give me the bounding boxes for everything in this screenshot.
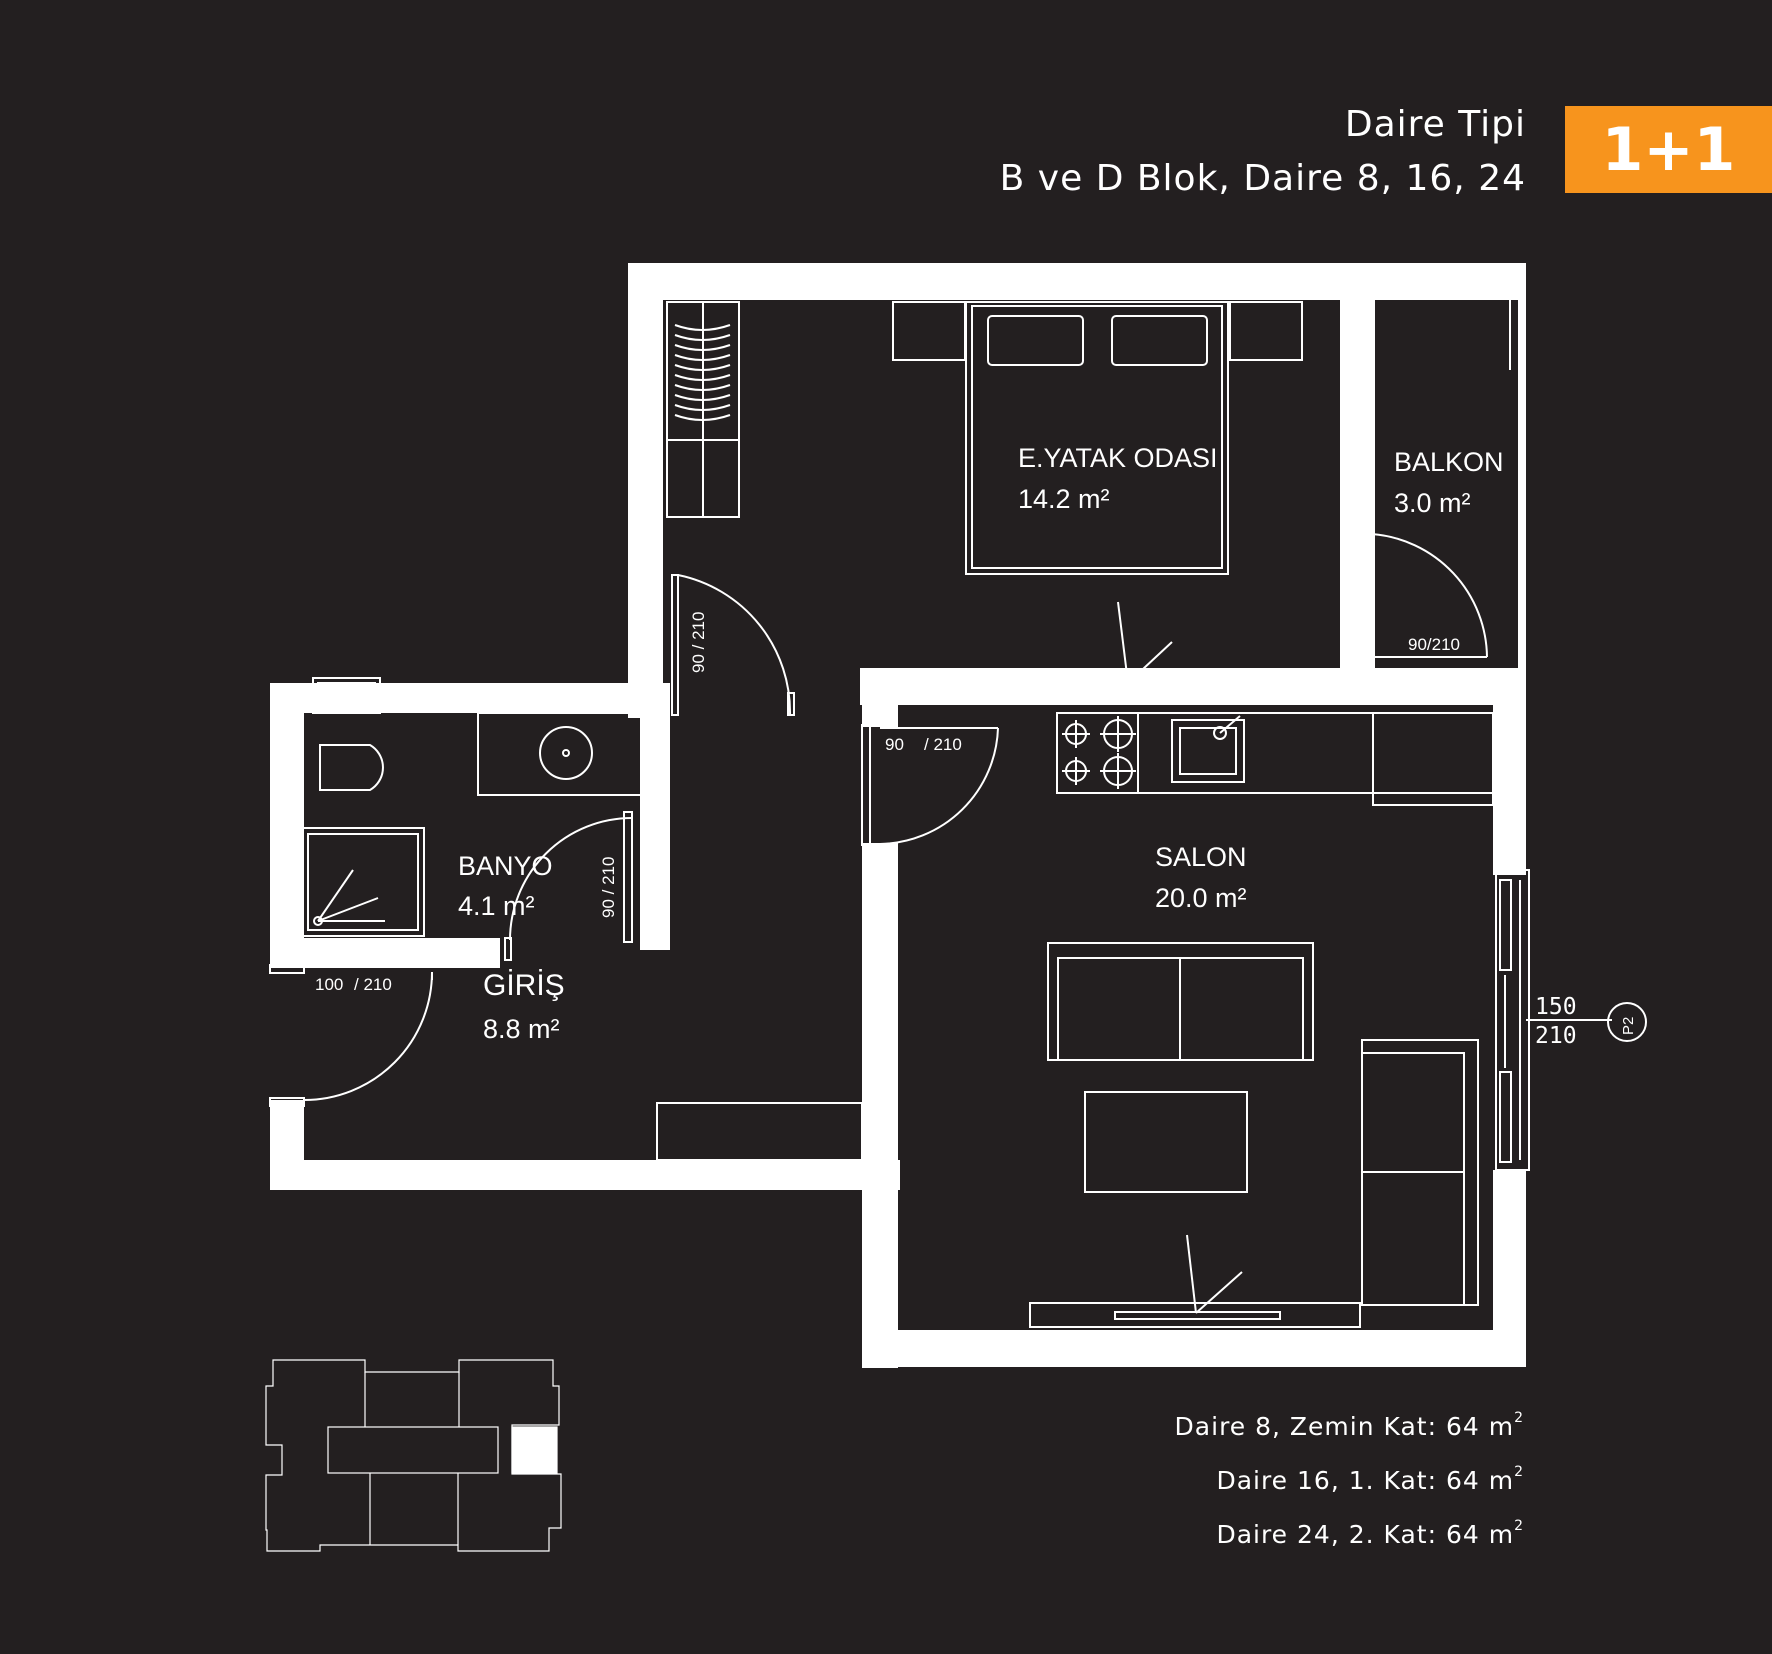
bedroom-door-dimension: 90 / 210 <box>689 612 708 673</box>
key-plan <box>265 1359 562 1552</box>
living-name: SALON <box>1155 842 1247 872</box>
salon-door-width: 90 <box>885 735 904 754</box>
bathroom-door-dimension: 90 / 210 <box>599 857 618 918</box>
sofa <box>1047 942 1314 1061</box>
room-count-badge: 1+1 <box>1565 106 1772 193</box>
coffee-table <box>1084 1091 1248 1193</box>
kitchen-counter <box>1056 712 1494 806</box>
bedroom-name: E.YATAK ODASI <box>1018 443 1218 473</box>
salon-tv <box>1029 1234 1361 1328</box>
bathroom-area: 4.1 m² <box>458 891 535 921</box>
block-label: B ve D Blok, Daire 8, 16, 24 <box>999 158 1526 199</box>
armchair <box>1361 1039 1479 1306</box>
bathroom-door[interactable] <box>504 811 633 961</box>
bed <box>892 301 1303 575</box>
balcony <box>1349 300 1511 664</box>
salon-door[interactable] <box>861 724 999 846</box>
bedroom-door[interactable] <box>671 574 795 716</box>
bathroom-fixtures <box>301 677 642 937</box>
entry-door-height: / 210 <box>354 975 392 994</box>
balcony-name: BALKON <box>1394 447 1504 477</box>
salon-window <box>1495 869 1647 1171</box>
apartment-info-3: Daire 24, 2. Kat: 64 m2 <box>1216 1517 1524 1549</box>
walls <box>270 263 1526 1368</box>
entrance-area: 8.8 m² <box>483 1014 560 1044</box>
bathroom-name: BANYO <box>458 851 553 881</box>
window-width: 150 <box>1535 994 1577 1020</box>
balcony-door-dimension: 90/210 <box>1408 635 1460 654</box>
bedroom-area: 14.2 m² <box>1018 484 1110 514</box>
entry-door[interactable] <box>269 964 433 1107</box>
living-area: 20.0 m² <box>1155 883 1247 913</box>
bedroom-tv <box>964 601 1284 695</box>
entrance-name: GİRİŞ <box>483 969 565 1002</box>
salon-door-height: / 210 <box>924 735 962 754</box>
entry-cabinet <box>656 1102 863 1161</box>
window-tag: P2 <box>1620 1017 1637 1035</box>
apartment-type-label: Daire Tipi <box>1344 104 1526 145</box>
balcony-area: 3.0 m² <box>1394 488 1471 518</box>
window-height: 210 <box>1535 1023 1577 1049</box>
apartment-info-2: Daire 16, 1. Kat: 64 m2 <box>1216 1463 1524 1495</box>
entry-door-width: 100 <box>315 975 343 994</box>
wardrobe <box>666 301 740 518</box>
apartment-info-1: Daire 8, Zemin Kat: 64 m2 <box>1174 1409 1524 1441</box>
cooktop <box>1062 716 1136 789</box>
